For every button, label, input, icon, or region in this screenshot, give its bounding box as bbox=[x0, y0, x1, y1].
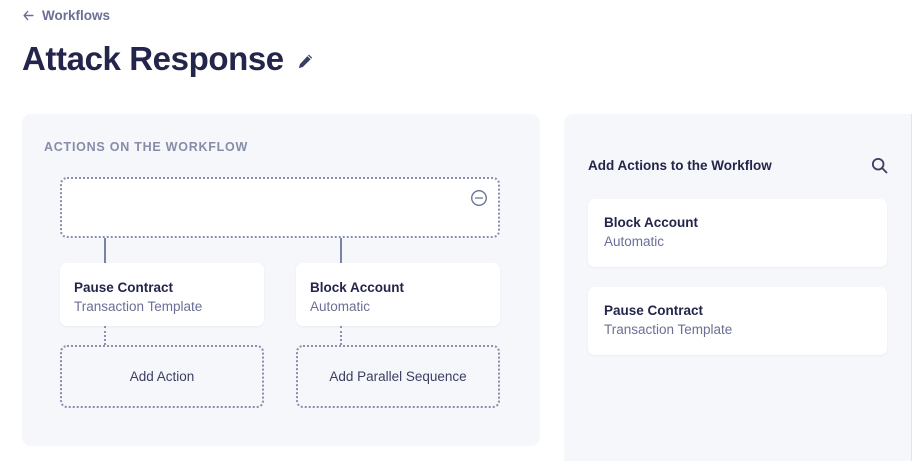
arrow-left-icon bbox=[22, 9, 35, 22]
section-label-actions-on-workflow: ACTIONS ON THE WORKFLOW bbox=[44, 140, 249, 154]
workflow-canvas-panel: ACTIONS ON THE WORKFLOW Pause Contract T… bbox=[22, 114, 540, 446]
add-action-label: Add Action bbox=[129, 369, 195, 384]
library-item-subtitle: Automatic bbox=[604, 234, 665, 249]
library-item-subtitle: Transaction Template bbox=[604, 322, 733, 337]
workflow-node-subtitle: Transaction Template bbox=[74, 299, 203, 314]
library-item-title: Pause Contract bbox=[604, 303, 704, 318]
action-library-header: Add Actions to the Workflow bbox=[588, 156, 889, 175]
workflow-node-block-account[interactable]: Block Account Automatic bbox=[296, 263, 500, 326]
pencil-icon[interactable] bbox=[296, 52, 315, 71]
connector-branch-1-to-add-action bbox=[104, 326, 106, 345]
add-action-button[interactable]: Add Action bbox=[60, 345, 264, 408]
library-item-pause-contract[interactable]: Pause Contract Transaction Template bbox=[588, 287, 887, 355]
action-library-panel: Add Actions to the Workflow Block Accoun… bbox=[564, 114, 912, 461]
workflow-node-subtitle: Automatic bbox=[310, 299, 371, 314]
connector-trigger-to-branch-2 bbox=[340, 238, 342, 264]
add-parallel-sequence-button[interactable]: Add Parallel Sequence bbox=[296, 345, 500, 408]
connector-trigger-to-branch-1 bbox=[104, 238, 106, 264]
workflow-node-title: Pause Contract bbox=[74, 280, 174, 295]
page-title: Attack Response bbox=[22, 40, 284, 77]
breadcrumb-label: Workflows bbox=[42, 8, 111, 23]
add-parallel-sequence-label: Add Parallel Sequence bbox=[329, 369, 467, 384]
search-icon[interactable] bbox=[870, 156, 889, 175]
breadcrumb-back-workflows[interactable]: Workflows bbox=[22, 8, 110, 23]
action-library-list: Block Account Automatic Pause Contract T… bbox=[588, 199, 887, 375]
connector-branch-2-to-add-parallel-sequence bbox=[340, 326, 342, 345]
library-item-title: Block Account bbox=[604, 215, 699, 230]
action-library-title: Add Actions to the Workflow bbox=[588, 158, 772, 173]
library-item-block-account[interactable]: Block Account Automatic bbox=[588, 199, 887, 267]
circle-minus-icon[interactable] bbox=[470, 189, 488, 207]
workflow-canvas: Pause Contract Transaction Template Bloc… bbox=[22, 114, 540, 446]
workflow-trigger-dropzone[interactable] bbox=[60, 177, 500, 238]
workflow-node-pause-contract[interactable]: Pause Contract Transaction Template bbox=[60, 263, 264, 326]
page-title-row: Attack Response bbox=[22, 38, 315, 80]
workflow-node-title: Block Account bbox=[310, 280, 405, 295]
